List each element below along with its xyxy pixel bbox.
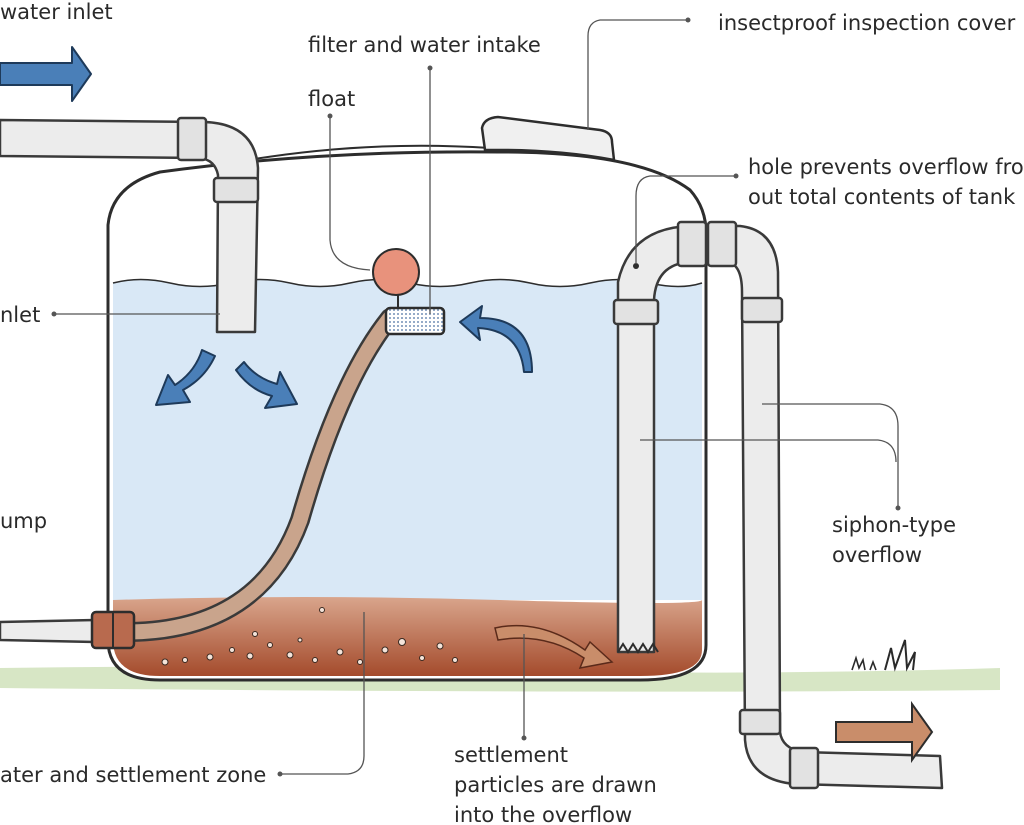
inflow-arrow-left xyxy=(155,349,216,406)
label-siphon-line1: siphon-type xyxy=(832,513,956,537)
label-inspection-cover: insectproof inspection cover xyxy=(718,11,1016,35)
siphon-coupling-1 xyxy=(612,298,660,326)
label-settlement-line2: particles are drawn xyxy=(454,773,657,797)
leader-cover xyxy=(587,19,688,130)
leader-float xyxy=(329,116,371,271)
leader-settlement-zone-dot xyxy=(277,771,283,777)
label-hole-line2: out total contents of tank xyxy=(748,185,1016,209)
outflow-arrow xyxy=(835,700,934,764)
tank-roof-line xyxy=(247,144,491,161)
label-siphon-line2: overflow xyxy=(832,543,922,567)
siphon-coupling-5 xyxy=(738,708,782,736)
leader-siphon-b xyxy=(640,439,897,463)
leader-hole xyxy=(635,175,736,264)
label-float: float xyxy=(308,87,355,111)
suction-hose-fill xyxy=(122,310,398,640)
inflow-arrow-right xyxy=(235,361,298,409)
siphon-coupling-2 xyxy=(676,220,708,268)
leader-cover-dot xyxy=(685,17,691,23)
grass-tuft-small xyxy=(851,655,877,671)
siphon-intake-serrations xyxy=(617,642,659,654)
label-inlet: nlet xyxy=(0,303,40,327)
pump-outlet-pipe xyxy=(0,618,97,644)
leader-siphon-a xyxy=(762,403,899,508)
leader-settlement-zone xyxy=(280,612,365,775)
grass-tuft xyxy=(884,639,916,672)
label-filter-intake: filter and water intake xyxy=(308,33,541,57)
tank-water xyxy=(113,279,702,600)
leader-particles-dot xyxy=(521,735,527,741)
label-hole-line1: hole prevents overflow fro xyxy=(748,155,1024,179)
siphon-coupling-4 xyxy=(740,296,784,324)
leader-filter-dot xyxy=(427,65,433,71)
label-settlement-line1: settlement xyxy=(454,743,568,767)
intake-flow-arrow xyxy=(459,305,533,373)
inspection-cover xyxy=(480,115,616,162)
leader-float-dot xyxy=(327,113,333,119)
siphon-coupling-6 xyxy=(788,746,820,790)
filter-intake-mesh xyxy=(384,306,446,336)
label-settlement-zone: ater and settlement zone xyxy=(0,763,266,787)
siphon-vent-hole xyxy=(633,263,639,269)
inlet-pipe-coupling-side xyxy=(212,176,260,204)
inlet-pipe-coupling-top xyxy=(176,116,208,162)
leader-inlet-dot xyxy=(51,311,57,317)
label-settlement-line3: into the overflow xyxy=(454,803,632,825)
water-inlet-arrow xyxy=(0,46,92,102)
label-pump: ump xyxy=(0,509,47,533)
sediment-particles xyxy=(161,607,458,666)
label-water-inlet: water inlet xyxy=(0,0,113,24)
leader-siphon-dot xyxy=(895,505,901,511)
float-ball xyxy=(372,248,420,296)
settlement-zone xyxy=(113,597,702,676)
siphon-coupling-3 xyxy=(706,220,738,268)
leader-hole-dot xyxy=(733,173,739,179)
